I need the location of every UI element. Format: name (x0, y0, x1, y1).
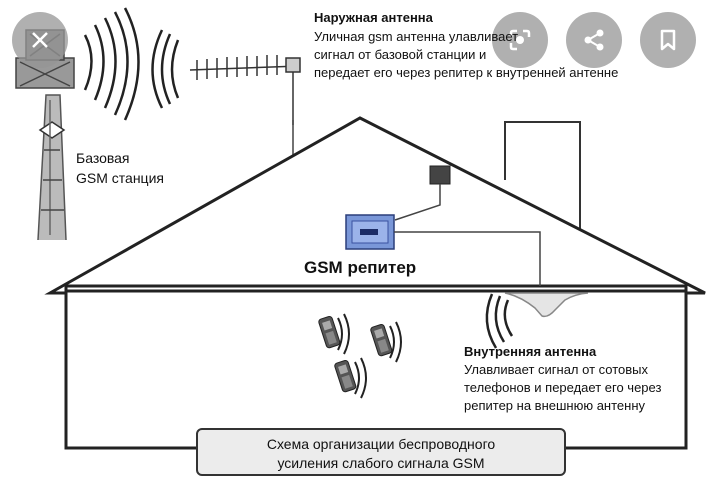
close-button[interactable] (12, 12, 68, 68)
outdoor-antenna-line2: сигнал от базовой станции и (314, 47, 487, 62)
indoor-antenna (504, 292, 589, 318)
indoor-antenna-line1: Улавливает сигнал от сотовых (464, 362, 649, 377)
share-icon (584, 29, 604, 51)
lens-search-button[interactable] (492, 12, 548, 68)
share-button[interactable] (566, 12, 622, 68)
indoor-antenna-title: Внутренняя антенна (464, 344, 597, 359)
power-adapter (394, 165, 451, 221)
house-walls (64, 284, 688, 450)
indoor-antenna-line2: телефонов и передает его через (464, 380, 662, 395)
antenna-signal-waves (151, 29, 180, 109)
cable-indoor (394, 231, 541, 286)
outdoor-antenna (189, 55, 301, 125)
outdoor-antenna-title: Наружная антенна (314, 10, 433, 25)
caption-line1: Схема организации беспроводного (266, 436, 496, 452)
lens-search-icon (509, 29, 531, 51)
base-station-line2: GSM станция (76, 170, 164, 186)
indoor-antenna-waves (485, 293, 514, 349)
repeater-label: GSM репитер (304, 258, 417, 277)
indoor-antenna-line3: репитер на внешнюю антенну (464, 398, 646, 413)
chimney (504, 121, 581, 232)
base-station-line1: Базовая (76, 150, 130, 166)
phone-signal-waves (337, 313, 402, 399)
caption-box: Схема организации беспроводного усиления… (196, 428, 566, 476)
caption-line2: усиления слабого сигнала GSM (277, 455, 485, 471)
bookmark-icon (660, 29, 676, 51)
outdoor-antenna-line1: Уличная gsm антенна улавливает (314, 29, 519, 44)
bookmark-button[interactable] (640, 12, 696, 68)
close-icon (32, 32, 48, 48)
tower-signal-waves (83, 7, 140, 121)
mobile-phones (318, 315, 393, 393)
outdoor-antenna-line3: передает его через репитер к внутренней … (314, 65, 619, 80)
repeater-box (345, 214, 395, 250)
